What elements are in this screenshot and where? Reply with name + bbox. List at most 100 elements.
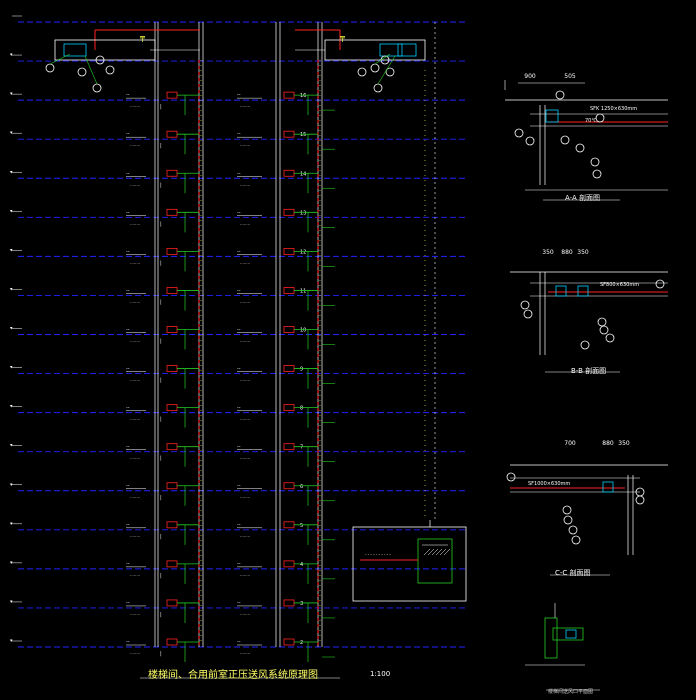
left-tick: | bbox=[160, 143, 162, 149]
left-room-note: ........ bbox=[130, 611, 140, 616]
sec-b-callout bbox=[605, 333, 615, 343]
leader-line bbox=[377, 55, 396, 85]
left-room-label: -- bbox=[126, 327, 130, 333]
mid-room-label: -- bbox=[237, 287, 241, 293]
left-tick: | bbox=[160, 417, 162, 423]
detail-title: 楼梯间送风口平面图 bbox=[548, 689, 594, 695]
left-room-note: ........ bbox=[130, 338, 140, 343]
left-room-label: -- bbox=[126, 92, 130, 98]
right-supply-outlet bbox=[283, 91, 295, 99]
sec-c-duct-label: SF1000×630mm bbox=[528, 481, 570, 487]
floor-number: 3 bbox=[300, 601, 303, 607]
floor-number: 9 bbox=[300, 367, 303, 373]
left-supply-outlet bbox=[166, 521, 178, 529]
mid-room-note: ........ bbox=[240, 181, 250, 186]
floor-number: 5 bbox=[300, 523, 303, 529]
mid-room-label: -- bbox=[237, 639, 241, 645]
floor-number: 2 bbox=[300, 640, 303, 646]
sec-c-dim: 880 bbox=[602, 440, 614, 447]
left-room-label: -- bbox=[126, 209, 130, 215]
left-room-label: -- bbox=[126, 561, 130, 567]
callout-circle bbox=[95, 55, 105, 65]
right-supply-outlet bbox=[283, 638, 295, 646]
left-room-note: ........ bbox=[130, 181, 140, 186]
leader-line bbox=[374, 53, 391, 65]
right-supply-outlet bbox=[283, 521, 295, 529]
left-tick: | bbox=[160, 339, 162, 345]
damper-symbol-left: ╤ bbox=[139, 33, 145, 42]
sec-c-callout bbox=[571, 535, 581, 545]
legend-box bbox=[352, 526, 467, 602]
mid-room-label: -- bbox=[237, 405, 241, 411]
mid-room-note: ........ bbox=[240, 142, 250, 147]
right-supply-outlet bbox=[283, 560, 295, 568]
floor-number: 8 bbox=[300, 406, 303, 412]
right-supply-outlet bbox=[283, 169, 295, 177]
left-room-note: ........ bbox=[130, 572, 140, 577]
sec-c-fan bbox=[602, 481, 614, 493]
sec-b-callout bbox=[520, 300, 530, 310]
mid-room-label: -- bbox=[237, 327, 241, 333]
left-tick: | bbox=[160, 495, 162, 501]
sec-b-callout bbox=[599, 325, 609, 335]
mid-room-label: -- bbox=[237, 444, 241, 450]
left-supply-outlet bbox=[166, 287, 178, 294]
floor-number: 11 bbox=[300, 288, 306, 294]
left-room-note: ........ bbox=[130, 103, 140, 108]
detail-outlet bbox=[552, 627, 584, 641]
left-room-note: ........ bbox=[130, 533, 140, 538]
floor-level-glyph: ▾ bbox=[10, 560, 13, 566]
right-supply-outlet bbox=[283, 326, 295, 333]
floor-number: 14 bbox=[300, 171, 306, 177]
sec-b-callout bbox=[655, 279, 665, 289]
floor-number: 7 bbox=[300, 445, 303, 451]
floor-number: 16 bbox=[300, 93, 306, 99]
left-room-note: ........ bbox=[130, 298, 140, 303]
floor-level-glyph: ▾ bbox=[10, 52, 13, 58]
callout-circle bbox=[370, 63, 380, 73]
sec-c-dim: 350 bbox=[618, 440, 630, 447]
fan-room-left bbox=[54, 39, 156, 61]
floor-number: 12 bbox=[300, 249, 306, 255]
left-supply-outlet bbox=[166, 365, 178, 372]
sec-b-dim: 880 bbox=[561, 249, 573, 256]
right-supply-outlet bbox=[283, 208, 295, 216]
floor-level-glyph: ▾ bbox=[10, 482, 13, 488]
left-room-note: ........ bbox=[130, 259, 140, 264]
sec-c-callout bbox=[562, 505, 572, 515]
callout-circle bbox=[357, 67, 367, 77]
right-supply-outlet bbox=[283, 404, 295, 412]
left-tick: | bbox=[160, 573, 162, 579]
left-tick: | bbox=[160, 182, 162, 188]
sec-c-callout bbox=[635, 495, 645, 505]
sec-a-callout bbox=[595, 113, 605, 123]
detail-wall bbox=[544, 617, 558, 659]
sec-a-callout bbox=[525, 136, 535, 146]
sec-b-callout bbox=[597, 317, 607, 327]
left-supply-outlet bbox=[166, 91, 178, 99]
callout-circle bbox=[385, 67, 395, 77]
floor-level-glyph: ▾ bbox=[10, 443, 13, 449]
left-tick: | bbox=[160, 534, 162, 540]
section-a-title: A-A 剖面图 bbox=[565, 194, 601, 202]
floor-level-glyph: ▾ bbox=[10, 130, 13, 136]
floor-level-glyph: ▾ bbox=[10, 599, 13, 605]
fan-right bbox=[379, 43, 403, 57]
sec-c-dim: 700 bbox=[564, 440, 576, 447]
mid-room-note: ........ bbox=[240, 455, 250, 460]
drawing-scale: 1:100 bbox=[370, 670, 391, 678]
mid-room-note: ........ bbox=[240, 533, 250, 538]
sec-a-callout bbox=[590, 157, 600, 167]
left-tick: | bbox=[160, 260, 162, 266]
left-room-label: -- bbox=[126, 600, 130, 606]
floor-level-glyph: ▾ bbox=[10, 326, 13, 332]
sec-b-callout bbox=[523, 309, 533, 319]
left-room-label: -- bbox=[126, 522, 130, 528]
sec-b-fan-2 bbox=[577, 285, 589, 297]
floor-level-glyph: ▾ bbox=[10, 91, 13, 97]
left-room-label: -- bbox=[126, 170, 130, 176]
damper-symbol-right: ╤ bbox=[339, 33, 345, 42]
mid-room-note: ........ bbox=[240, 494, 250, 499]
